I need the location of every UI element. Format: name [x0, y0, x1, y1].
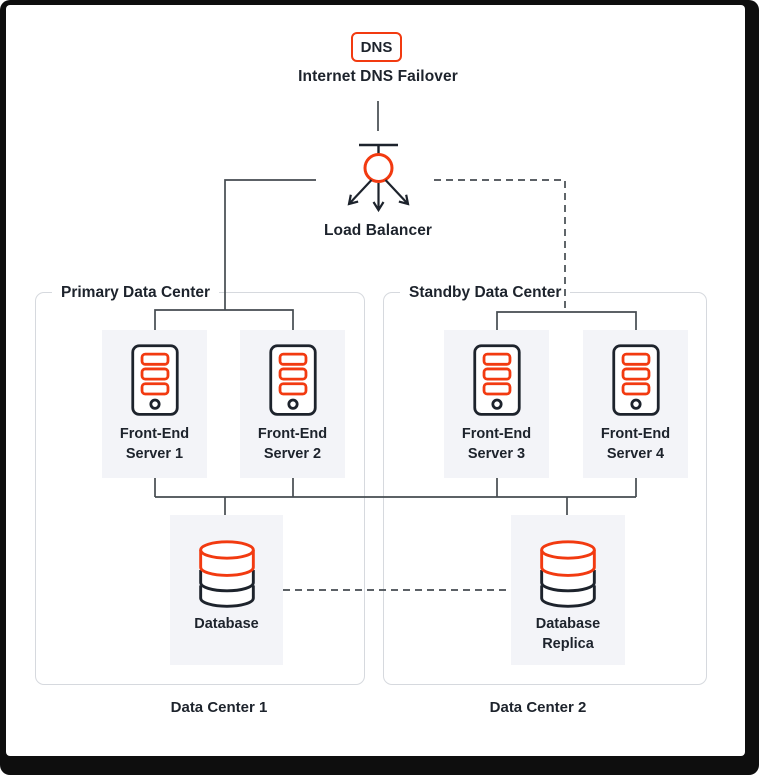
database-replica-label: Database Replica: [536, 614, 600, 654]
server-label: Front-End Server 3: [462, 424, 531, 464]
server-label-line2: Server 1: [125, 446, 184, 462]
front-end-server-3-node: Front-End Server 3: [444, 330, 549, 478]
database-icon: [540, 540, 596, 608]
server-icon: [268, 344, 317, 416]
standby-branch-lines: [496, 311, 637, 330]
standby-data-center-title: Standby Data Center: [400, 282, 571, 303]
server-label-line2: Server 3: [467, 446, 526, 462]
server-label-line1: Front-End: [119, 426, 190, 442]
lb-to-primary-lines: [154, 179, 316, 330]
dns-node-label: DNS: [360, 38, 393, 56]
lb-to-standby-dashed-lines: [434, 179, 566, 312]
database-label-line1: Database: [194, 616, 259, 632]
server-icon: [611, 344, 660, 416]
diagram-stage: Primary Data Center Standby Data Center: [6, 5, 745, 756]
server-label-line1: Front-End: [600, 426, 671, 442]
server-label-line1: Front-End: [461, 426, 532, 442]
database-node: Database: [170, 515, 283, 665]
internet-dns-failover-label: Internet DNS Failover: [298, 68, 458, 85]
diagram-canvas: Primary Data Center Standby Data Center: [6, 5, 745, 756]
primary-data-center-group: Primary Data Center: [35, 282, 365, 685]
dns-node: DNS: [351, 32, 402, 62]
database-label-line1: Database: [535, 616, 601, 632]
load-balancer-label: Load Balancer: [323, 222, 433, 239]
server-icon: [130, 344, 179, 416]
front-end-server-1-node: Front-End Server 1: [102, 330, 207, 478]
data-center-1-footer: Data Center 1: [170, 699, 268, 716]
server-label-line2: Server 4: [606, 446, 665, 462]
standby-data-center-group: Standby Data Center: [383, 282, 707, 685]
server-icon: [472, 344, 521, 416]
database-icon: [198, 540, 255, 608]
database-label: Database: [194, 614, 258, 634]
database-replica-node: Database Replica: [511, 515, 625, 665]
server-label: Front-End Server 4: [601, 424, 670, 464]
server-database-bus: [154, 478, 637, 515]
data-center-2-footer: Data Center 2: [489, 699, 587, 716]
front-end-server-2-node: Front-End Server 2: [240, 330, 345, 478]
load-balancer-icon: [347, 143, 410, 213]
front-end-server-4-node: Front-End Server 4: [583, 330, 688, 478]
database-label-line2: Replica: [542, 636, 594, 652]
server-label-line2: Server 2: [263, 446, 322, 462]
primary-data-center-title: Primary Data Center: [52, 282, 220, 303]
server-label: Front-End Server 2: [258, 424, 327, 464]
connector-layer: [154, 101, 637, 591]
server-label: Front-End Server 1: [120, 424, 189, 464]
server-label-line1: Front-End: [257, 426, 328, 442]
